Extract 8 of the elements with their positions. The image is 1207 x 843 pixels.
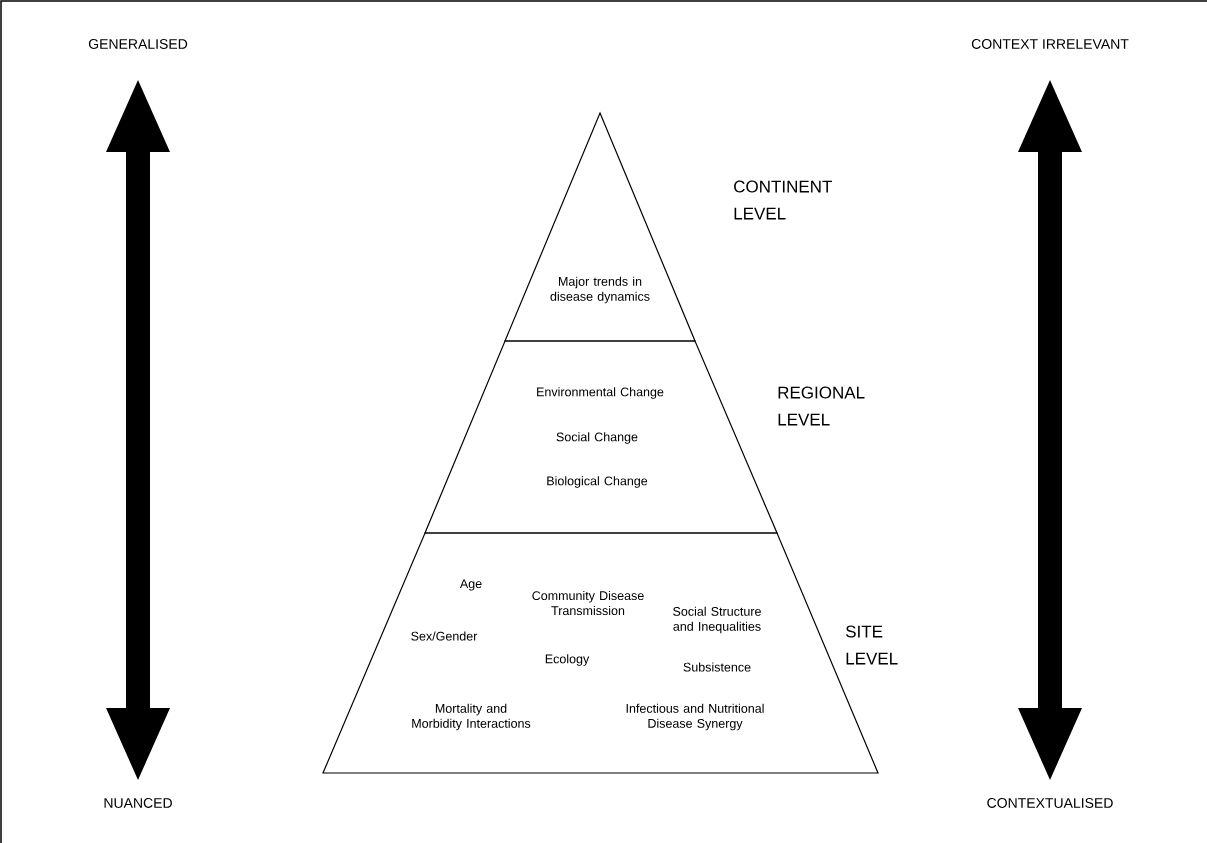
- scale-label: CONTEXTUALISED: [987, 798, 1113, 808]
- pyramid-tier: Environmental Change Social Change Biological Change: [424, 340, 778, 534]
- scale-label: CONTEXT IRRELEVANT: [971, 39, 1129, 49]
- scale-label: GENERALISED: [88, 39, 188, 49]
- level-label: SITE LEVEL: [846, 625, 898, 665]
- scale-label: NUANCED: [104, 798, 172, 808]
- level-label: REGIONAL LEVEL: [778, 386, 865, 426]
- level-label: CONTINENT LEVEL: [734, 180, 832, 220]
